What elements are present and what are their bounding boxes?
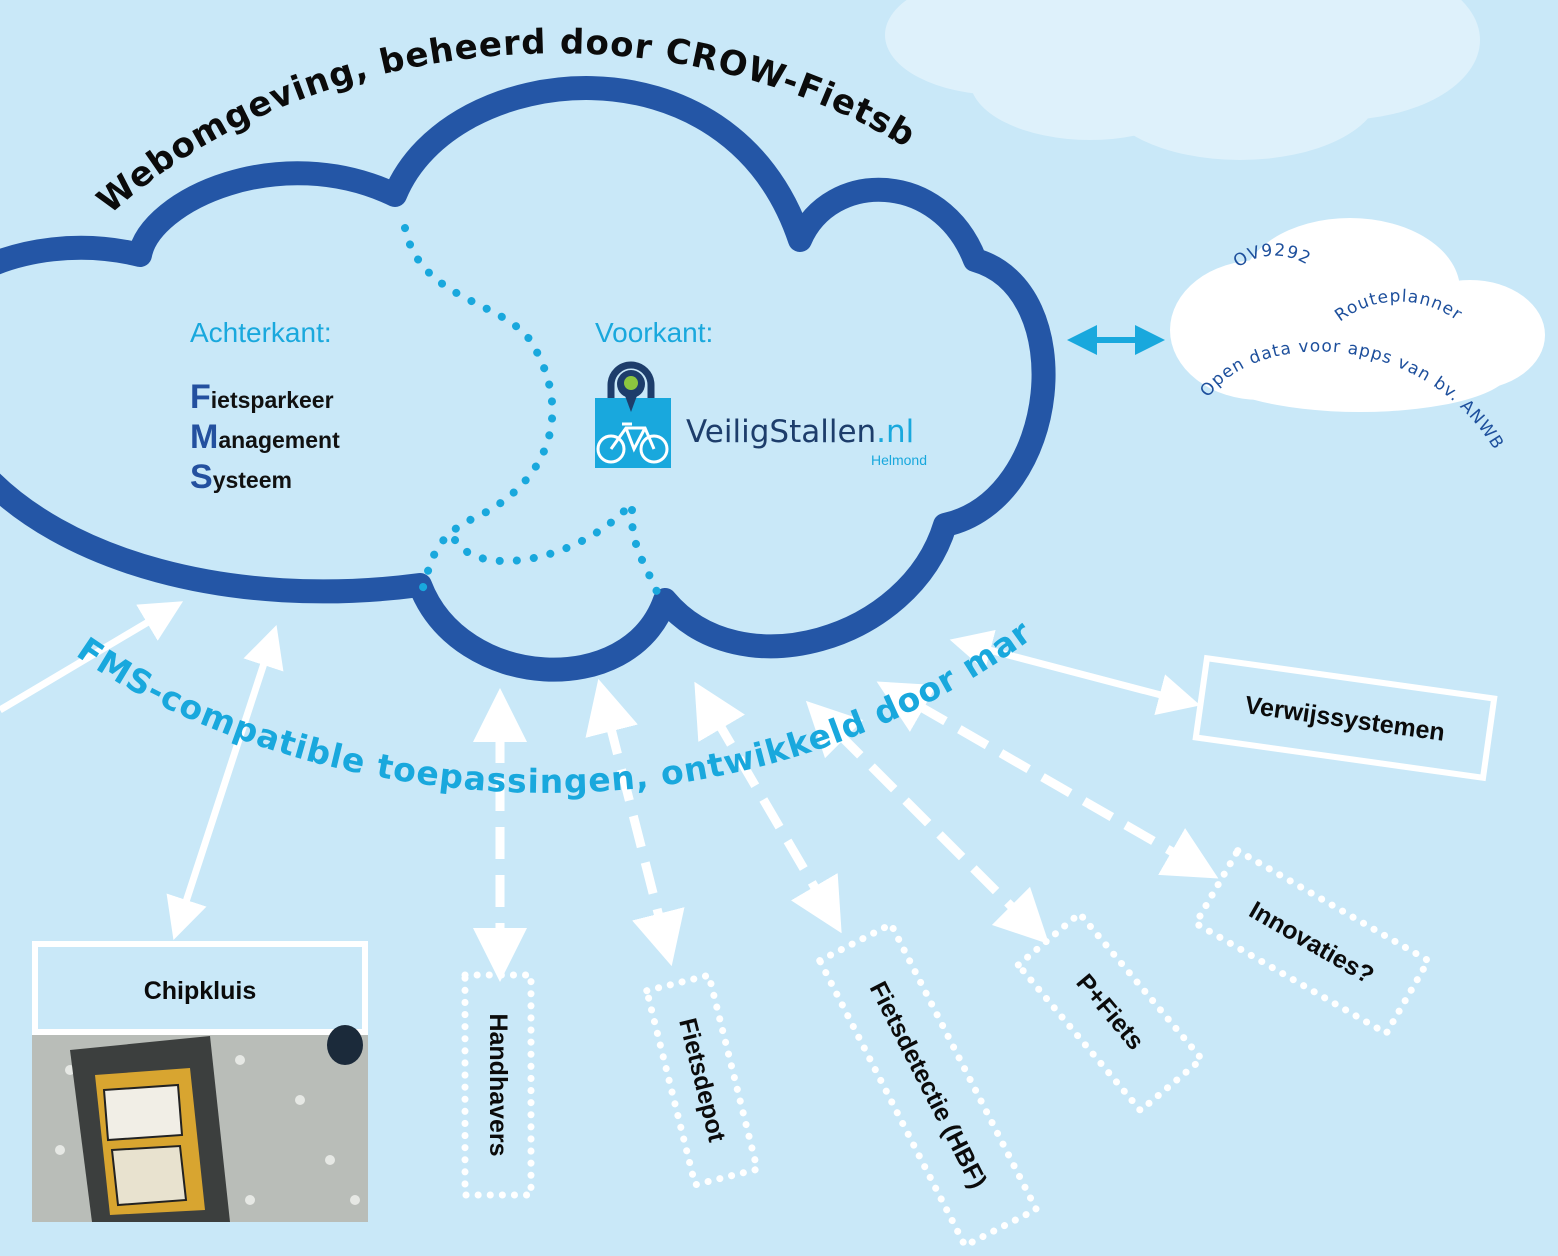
open-data-cloud <box>1170 218 1545 412</box>
arrow-innovaties <box>876 681 1219 879</box>
svg-text:Management: Management <box>190 418 340 456</box>
brand-city: Helmond <box>871 452 927 468</box>
fms-initial-s: S <box>190 458 213 496</box>
box-innovaties-label: Innovaties? <box>1244 896 1378 990</box>
svg-text:VeiligStallen.nl: VeiligStallen.nl <box>686 414 914 450</box>
box-handhavers-label: Handhavers <box>484 1013 512 1156</box>
bike-lock-icon <box>595 361 671 468</box>
veiligstallen-logo: VeiligStallen.nl Helmond <box>595 361 927 468</box>
arrow-pfiets <box>805 700 1050 945</box>
box-fietsdetectie-label: Fietsdetectie (HBF) <box>864 977 992 1193</box>
box-handhavers: Handhavers <box>461 971 535 1199</box>
dotted-separator <box>401 224 664 604</box>
fms-initial-f: F <box>190 378 211 416</box>
box-verwijssystemen-label: Verwijssystemen <box>1243 691 1446 747</box>
brand-name: VeiligStallen <box>686 414 876 450</box>
box-verwijssystemen: Verwijssystemen <box>1192 654 1498 782</box>
brand-tld: .nl <box>876 414 914 450</box>
dashed-arrows <box>473 678 1219 982</box>
main-cloud <box>0 76 1056 682</box>
arrow-fietsdepot <box>585 678 685 967</box>
frontend-heading: Voorkant: <box>595 317 713 348</box>
arrow-offscreen-left <box>0 601 184 714</box>
background-cloud <box>885 0 1480 160</box>
fms-rest-s: ysteem <box>213 467 292 493</box>
box-fietsdepot: Fietsdepot <box>642 970 762 1190</box>
box-chipkluis-label: Chipkluis <box>144 977 257 1005</box>
fms-rest-m: anagement <box>218 427 340 453</box>
fms-acronym: Fietsparkeer Management Systeem <box>190 378 340 496</box>
chipkluis-photo <box>32 1025 368 1222</box>
box-chipkluis: Chipkluis <box>32 941 368 1035</box>
svg-text:Systeem: Systeem <box>190 458 292 496</box>
arrow-chipkluis <box>166 625 284 940</box>
box-fietsdetectie: Fietsdetectie (HBF) <box>815 919 1041 1251</box>
box-innovaties: Innovaties? <box>1190 845 1434 1039</box>
fms-rest-f: ietsparkeer <box>211 387 334 413</box>
backend-heading: Achterkant: <box>190 317 332 348</box>
svg-text:Fietsparkeer: Fietsparkeer <box>190 378 334 416</box>
arrow-fietsdetectie <box>694 681 842 934</box>
fms-initial-m: M <box>190 418 218 456</box>
box-pfiets: P+Fiets <box>1013 908 1207 1116</box>
